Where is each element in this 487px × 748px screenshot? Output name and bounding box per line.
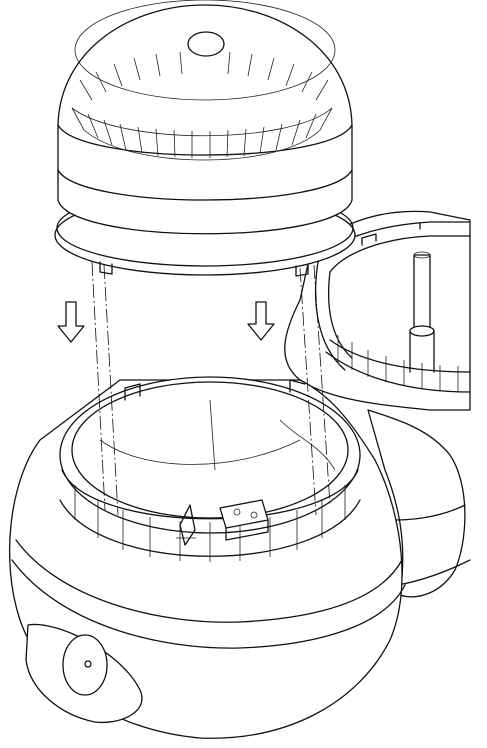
down-arrow-left (57, 301, 85, 343)
ring-ribs (337, 335, 459, 392)
cap (54, 0, 356, 277)
vent-slots (71, 51, 333, 161)
down-arrow-right (247, 301, 275, 341)
main-body (8, 376, 406, 739)
front-button (25, 623, 143, 724)
internal-bracket (176, 499, 269, 546)
secondary-ring (284, 210, 471, 598)
alignment-lines (91, 261, 331, 516)
support-post (409, 251, 435, 373)
